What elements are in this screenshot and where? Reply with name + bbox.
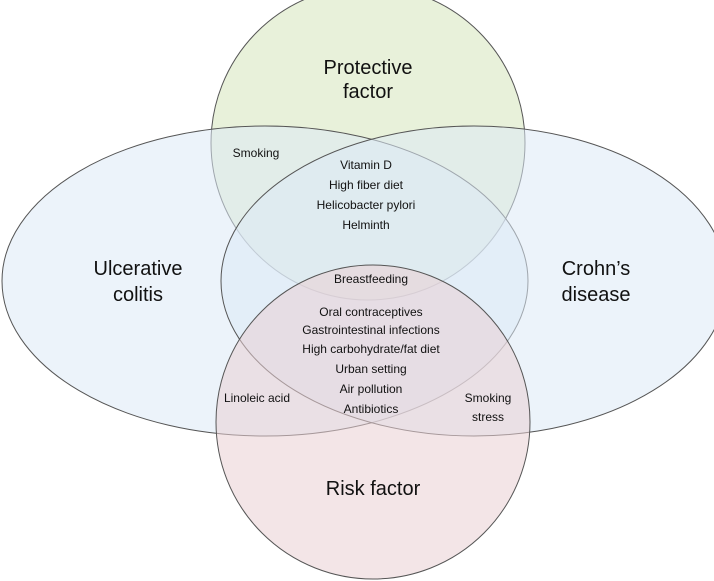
risk-factor-label: Risk factor xyxy=(326,478,421,500)
all-risk-item: Urban setting xyxy=(335,362,406,376)
all-risk-item: High carbohydrate/fat diet xyxy=(302,342,440,356)
center-item: Breastfeeding xyxy=(334,272,408,286)
all-risk-item: Antibiotics xyxy=(344,402,399,416)
all-risk-item: Air pollution xyxy=(340,382,403,396)
risk-factor-circle xyxy=(215,264,531,580)
all-protective-item: Vitamin D xyxy=(340,158,392,172)
all-risk-item: Gastrointestinal infections xyxy=(302,323,439,337)
all-risk-item: Oral contraceptives xyxy=(319,305,422,319)
all-protective-item: Helminth xyxy=(342,218,389,232)
crohns-disease-label: Crohn’s xyxy=(562,258,631,280)
ulcerative-colitis-label-line2: colitis xyxy=(113,284,163,306)
crohns-risk-item: stress xyxy=(472,410,504,424)
all-protective-item: High fiber diet xyxy=(329,178,404,192)
uc-risk-item: Linoleic acid xyxy=(224,391,290,405)
ulcerative-colitis-label: Ulcerative xyxy=(94,258,183,280)
protective-factor-label-line2: factor xyxy=(343,81,393,103)
protective-factor-label: Protective xyxy=(324,57,413,79)
crohns-disease-label-line2: disease xyxy=(562,284,631,306)
uc-protective-item: Smoking xyxy=(233,146,280,160)
crohns-risk-item: Smoking xyxy=(465,391,512,405)
all-protective-item: Helicobacter pylori xyxy=(317,198,416,212)
